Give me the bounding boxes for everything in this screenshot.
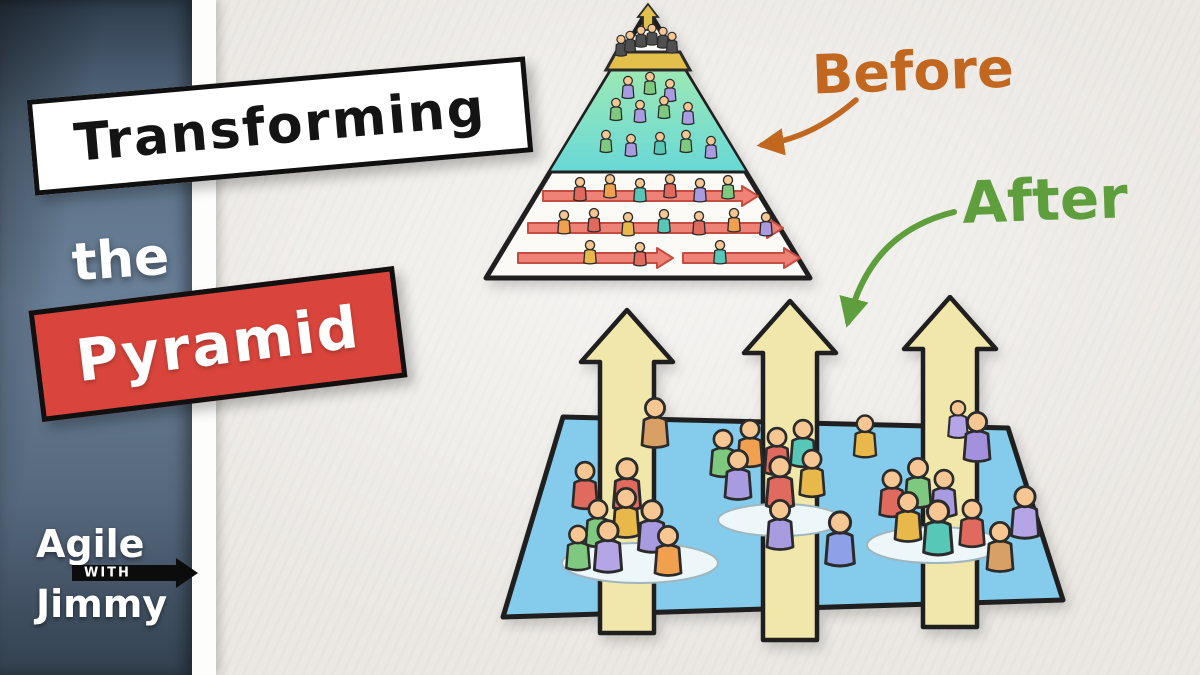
person-icon [893, 490, 923, 543]
pyramid-middle-tier [550, 70, 746, 172]
person-icon [727, 207, 741, 233]
person-icon [962, 410, 992, 463]
person-icon [599, 129, 613, 154]
person-icon [565, 524, 591, 572]
person-icon [653, 131, 667, 156]
person-icon [852, 414, 878, 459]
logo-jimmy: Jimmy [36, 582, 168, 626]
person-icon [621, 211, 635, 237]
person-icon [603, 173, 617, 199]
person-icon [713, 239, 727, 265]
logo-arrow-band [72, 565, 178, 581]
title-line-3: Pyramid [72, 292, 364, 396]
logo-with-text: WITH [84, 565, 131, 581]
person-icon [621, 75, 635, 100]
person-icon [721, 174, 735, 200]
after-plane-illustration [500, 295, 1066, 643]
person-icon [958, 498, 986, 549]
flow-arrow-icon [682, 247, 801, 269]
person-icon [643, 71, 657, 96]
person-icon [759, 211, 773, 237]
person-icon [587, 207, 601, 233]
logo-with-arrow: WITH [72, 558, 198, 588]
person-icon [645, 23, 659, 46]
person-icon [681, 101, 695, 126]
person-icon [723, 448, 753, 501]
after-arrow-icon [839, 209, 957, 328]
logo-agile: Agile [36, 522, 145, 566]
after-label: After [960, 163, 1129, 237]
person-icon [1009, 485, 1041, 540]
person-icon [765, 498, 795, 551]
person-icon [557, 209, 571, 235]
person-icon [657, 95, 671, 120]
person-icon [824, 510, 856, 568]
person-icon [653, 525, 683, 577]
person-icon [583, 239, 597, 265]
before-pyramid-illustration [483, 2, 813, 281]
person-icon [665, 31, 679, 54]
person-icon [692, 210, 706, 236]
logo-arrow-head-icon [176, 558, 198, 588]
person-icon [663, 173, 677, 199]
person-icon [922, 499, 954, 557]
person-icon [704, 135, 718, 160]
person-icon [573, 176, 587, 202]
person-icon [624, 133, 638, 158]
title-line-2: the [70, 226, 172, 294]
person-icon [798, 448, 826, 499]
title-line-1: Transforming [71, 78, 489, 174]
leadership-platform [603, 50, 693, 72]
person-icon [679, 129, 693, 154]
before-arrow-icon [756, 97, 859, 156]
person-icon [657, 208, 671, 234]
person-icon [623, 30, 637, 53]
person-icon [633, 241, 647, 267]
person-icon [609, 97, 623, 122]
person-icon [985, 521, 1015, 573]
person-icon [633, 177, 647, 203]
person-icon [640, 396, 670, 449]
person-icon [592, 519, 624, 574]
person-icon [947, 399, 969, 439]
person-icon [693, 177, 707, 203]
person-icon [633, 99, 647, 124]
person-icon [634, 25, 648, 48]
